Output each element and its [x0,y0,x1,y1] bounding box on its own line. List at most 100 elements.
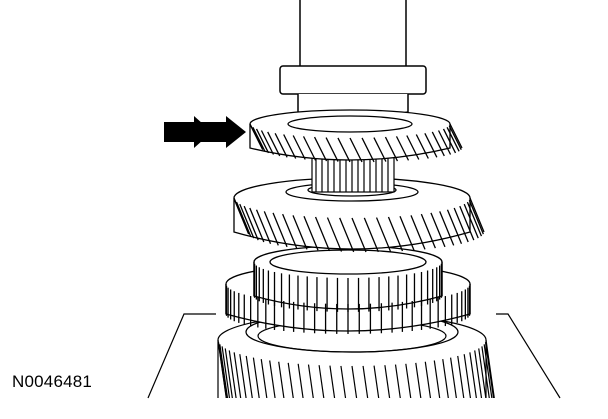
lower-gear-tooth [224,348,233,398]
lower-gear-tooth [485,339,495,398]
lower-gear-tooth [457,355,465,398]
middle-gear-tooth [420,213,436,249]
top-gear-tooth [437,130,452,155]
lower-gear-tooth [405,363,412,398]
top-gear-tooth [449,123,463,149]
lower-gear-tooth [233,352,242,398]
lower-gear-tooth [278,361,285,398]
top-gear-tooth [302,136,317,161]
top-gear-tooth [313,136,328,162]
lower-gear-tooth [481,346,490,398]
top-gear-tooth [283,134,297,159]
middle-gear-tooth [410,215,426,250]
top-gear-tooth [325,137,339,162]
press-ram [279,0,427,119]
lower-gear-tooth [478,348,487,398]
top-gear-tooth [255,128,270,154]
top-gear-tooth [267,131,281,157]
middle-gear-tooth [239,203,255,239]
middle-gear-tooth [272,212,288,248]
middle-gear-tooth [235,201,252,237]
top-gear-tooth [260,130,275,155]
middle-gear-tooth [363,217,379,253]
middle-gear-tooth [430,212,446,248]
lower-gear-tooth [297,363,304,398]
lower-gear-tooth [340,365,347,398]
middle-gear-tooth [468,199,484,235]
figure-reference-code: N0046481 [12,372,93,391]
middle-gear-tooth [446,209,463,245]
middle-gear-tooth [243,205,259,241]
lower-gear-tooth [394,364,401,398]
lower-gear-tooth [463,354,472,398]
lower-gear-tooth [228,350,237,398]
middle-helical-gear [233,177,485,253]
middle-gear-tooth [439,211,455,246]
top-helical-gear [249,109,463,163]
middle-gear-tooth [375,217,392,252]
top-gear-tooth [252,127,266,152]
lower-gear-tooth [239,354,247,398]
lower-gear-tooth [219,344,229,398]
press-bed [147,313,561,399]
lower-gear-tooth [484,342,495,398]
lower-gear-tooth [245,355,253,398]
top-gear-tooth [292,135,306,160]
synchronizer-hub [225,245,471,334]
lower-gear-tooth [221,346,231,398]
top-gear-tooth [424,132,438,158]
top-gear-tooth [415,134,429,159]
middle-gear-tooth [234,199,250,235]
top-gear-tooth [250,125,264,150]
middle-gear-tooth [459,205,475,241]
lower-gear-tooth [252,357,260,398]
middle-gear-tooth [453,207,469,243]
middle-gear-tooth [255,209,272,245]
middle-gear-tooth [463,203,479,239]
middle-gear-tooth [249,207,265,243]
lower-gear-tooth [329,365,336,398]
top-gear-tooth [384,136,399,162]
top-gear-tooth [337,137,351,163]
lower-gear-tooth [373,365,380,398]
middle-gear-tooth [399,216,415,251]
lower-gear-tooth [433,360,441,398]
lower-gear-tooth [483,344,493,398]
middle-gear-tooth [263,211,279,246]
lower-gear-tooth [474,350,483,398]
middle-gear-tooth [469,197,485,233]
top-gear-tooth [446,127,460,152]
top-gear-tooth [395,136,410,161]
lower-gear-tooth [384,365,391,398]
lower-gear-tooth [351,365,358,398]
middle-gear-tooth [387,216,404,252]
double-arrow-icon [164,116,246,148]
middle-gear-tooth [466,201,483,237]
lower-gear-tooth [424,361,432,398]
top-gear-tooth [274,132,288,158]
lower-gear-tooth [442,359,449,398]
lower-gear-tooth [307,364,314,398]
middle-gear-tooth [326,217,343,252]
lower-gear-tooth [415,362,422,398]
top-gear-tooth [406,135,420,160]
middle-gear-tooth [282,213,298,249]
lower-gear-tooth [318,365,325,398]
lower-gear-tooth [469,352,477,398]
middle-gear-tooth [292,215,308,250]
lower-gear-tooth [287,362,294,398]
top-gear-tooth [442,128,457,154]
top-gear-tooth [373,137,387,162]
middle-gear-tooth [339,217,355,253]
lower-gear-tooth [217,342,228,398]
middle-gear-tooth [351,217,367,253]
lower-gear-tooth [269,360,276,398]
middle-gear-tooth [303,216,319,251]
top-gear-tooth [361,137,375,163]
top-gear-tooth [431,131,445,157]
lower-gear-tooth [362,365,369,398]
top-gear-tooth [349,137,363,163]
lower-gear-tooth [260,359,268,398]
